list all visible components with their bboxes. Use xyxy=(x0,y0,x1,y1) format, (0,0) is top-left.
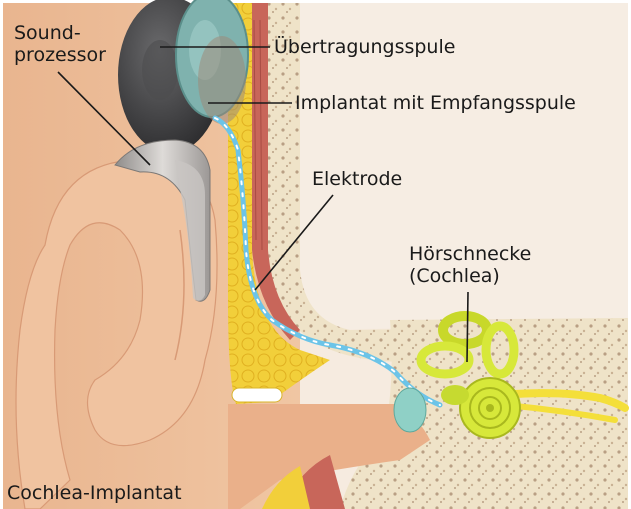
label-hoerschnecke-line1: Hörschnecke xyxy=(409,243,531,265)
fat-highlight xyxy=(232,388,282,402)
label-elektrode: Elektrode xyxy=(312,168,402,190)
caption: Cochlea-Implantat xyxy=(7,482,182,504)
implant-receiver xyxy=(198,36,246,124)
label-implantat: Implantat mit Empfangsspule xyxy=(295,92,576,114)
label-hoerschnecke-line2: (Cochlea) xyxy=(409,265,531,287)
label-hoerschnecke: Hörschnecke (Cochlea) xyxy=(409,243,531,287)
leader-hoerschnecke xyxy=(467,292,468,362)
label-sound-line1: Sound- xyxy=(14,22,106,44)
label-sound-processor: Sound- prozessor xyxy=(14,22,106,66)
label-uebertragungsspule: Übertragungsspule xyxy=(274,36,455,58)
label-sound-line2: prozessor xyxy=(14,44,106,66)
round-window xyxy=(394,388,426,432)
